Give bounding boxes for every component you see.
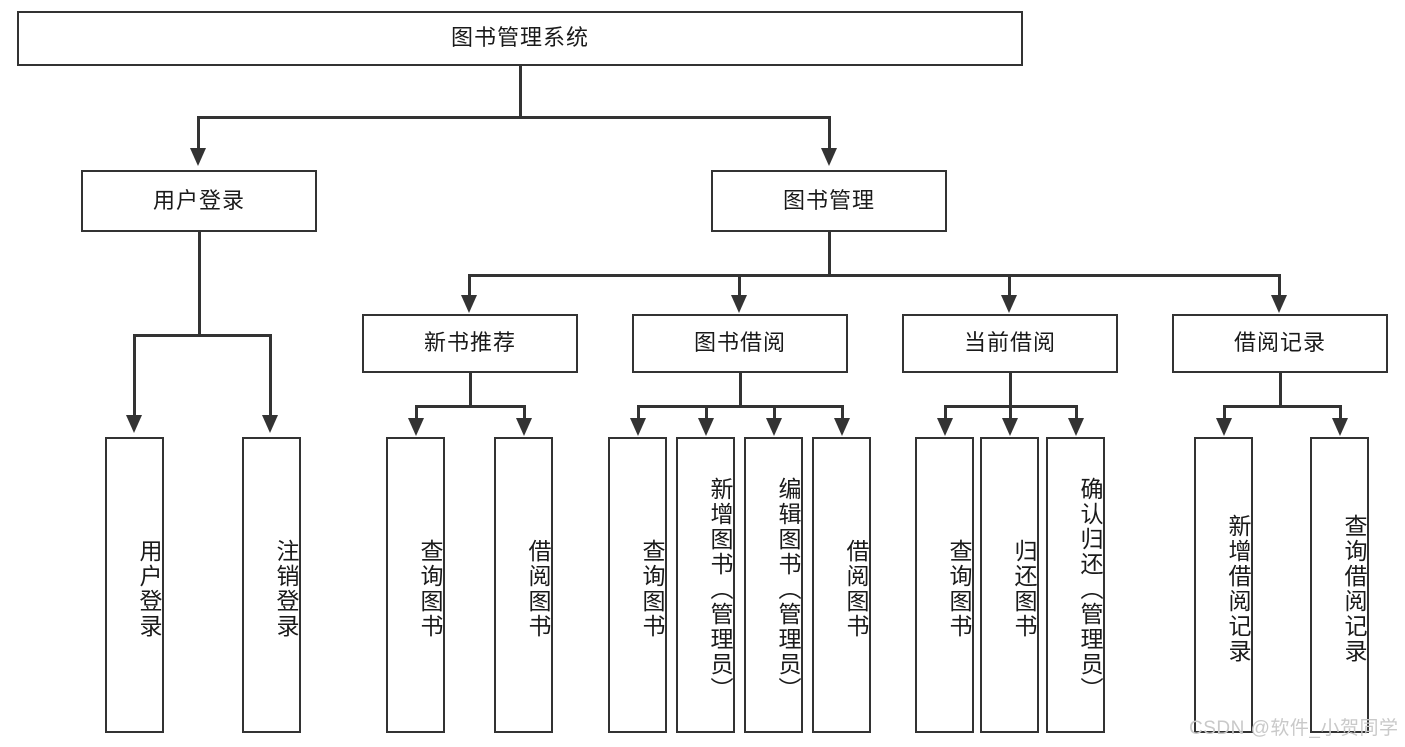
node-borrow-record[interactable]: 借阅记录 <box>1172 314 1388 373</box>
arrowhead-bb-leaf-4 <box>834 418 850 436</box>
arrowhead-nbr-leaf-2 <box>516 418 532 436</box>
leaf-cb-confirm-return-admin[interactable]: 确认归还（管理员） <box>1046 437 1105 733</box>
edge-drop-bb-leaf-2 <box>705 405 708 421</box>
leaf-bb-query-book[interactable]: 查询图书 <box>608 437 667 733</box>
node-label: 确认归还（管理员） <box>1077 476 1103 702</box>
node-label: 借阅记录 <box>1233 330 1326 356</box>
edge-drop-nbr-leaf-1 <box>415 405 418 421</box>
edge-drop-bb-leaf-3 <box>773 405 776 421</box>
arrowhead-br-leaf-1 <box>1216 418 1232 436</box>
leaf-bb-borrow-book[interactable]: 借阅图书 <box>812 437 871 733</box>
edge-drop-leaf-user-login <box>133 334 136 418</box>
node-label: 归还图书 <box>1011 539 1037 639</box>
node-label: 查询借阅记录 <box>1341 514 1367 664</box>
arrowhead-new-book-recommend <box>461 295 477 313</box>
edge-book-borrow-bus <box>637 405 844 408</box>
node-label: 新增图书（管理员） <box>707 476 733 702</box>
edge-drop-cb-leaf-2 <box>1009 405 1012 421</box>
node-book-management[interactable]: 图书管理 <box>711 170 947 232</box>
node-label: 注销登录 <box>273 539 299 639</box>
node-label: 查询图书 <box>639 539 665 639</box>
edge-drop-user-login <box>197 116 200 150</box>
arrowhead-cb-leaf-2 <box>1002 418 1018 436</box>
node-label: 查询图书 <box>417 539 443 639</box>
edge-user-login-stem <box>198 232 201 336</box>
node-root-book-management-system[interactable]: 图书管理系统 <box>17 11 1023 66</box>
leaf-user-login[interactable]: 用户登录 <box>105 437 164 733</box>
node-label: 新书推荐 <box>423 330 516 356</box>
edge-drop-br-leaf-1 <box>1223 405 1226 421</box>
arrowhead-leaf-logout <box>262 415 278 433</box>
edge-book-management-stem <box>828 232 831 276</box>
node-user-login[interactable]: 用户登录 <box>81 170 317 232</box>
arrowhead-cb-leaf-3 <box>1068 418 1084 436</box>
edge-borrow-record-stem <box>1279 373 1282 407</box>
arrowhead-cb-leaf-1 <box>937 418 953 436</box>
node-label: 当前借阅 <box>963 330 1056 356</box>
csdn-watermark: CSDN @软件_小贺同学 <box>1189 718 1399 739</box>
leaf-nbr-borrow-book[interactable]: 借阅图书 <box>494 437 553 733</box>
arrowhead-bb-leaf-1 <box>630 418 646 436</box>
edge-drop-borrow-record <box>1278 274 1281 300</box>
edge-drop-bb-leaf-1 <box>637 405 640 421</box>
leaf-cb-return-book[interactable]: 归还图书 <box>980 437 1039 733</box>
node-label: 图书管理 <box>782 187 875 213</box>
arrowhead-user-login <box>190 148 206 166</box>
edge-user-login-bus <box>133 334 271 337</box>
arrowhead-br-leaf-2 <box>1332 418 1348 436</box>
edge-drop-br-leaf-2 <box>1339 405 1342 421</box>
edge-drop-cb-leaf-1 <box>944 405 947 421</box>
edge-drop-leaf-logout <box>269 334 272 418</box>
edge-drop-cb-leaf-3 <box>1075 405 1078 421</box>
arrowhead-leaf-user-login <box>126 415 142 433</box>
arrowhead-current-borrow <box>1001 295 1017 313</box>
arrowhead-bb-leaf-3 <box>766 418 782 436</box>
edge-drop-book-borrow <box>738 274 741 300</box>
leaf-bb-edit-book-admin[interactable]: 编辑图书（管理员） <box>744 437 803 733</box>
node-book-borrow[interactable]: 图书借阅 <box>632 314 848 373</box>
arrowhead-book-management <box>821 148 837 166</box>
edge-level3-bus <box>468 274 1280 277</box>
leaf-bb-add-book-admin[interactable]: 新增图书（管理员） <box>676 437 735 733</box>
arrowhead-nbr-leaf-1 <box>408 418 424 436</box>
arrowhead-bb-leaf-2 <box>698 418 714 436</box>
node-label: 新增借阅记录 <box>1225 514 1251 664</box>
arrowhead-borrow-record <box>1271 295 1287 313</box>
edge-drop-new-book-recommend <box>468 274 471 300</box>
leaf-cb-query-book[interactable]: 查询图书 <box>915 437 974 733</box>
edge-book-borrow-stem <box>739 373 742 407</box>
node-label: 借阅图书 <box>525 539 551 639</box>
node-label: 编辑图书（管理员） <box>775 476 801 702</box>
node-label: 用户登录 <box>152 187 245 213</box>
leaf-br-add-record[interactable]: 新增借阅记录 <box>1194 437 1253 733</box>
edge-drop-book-management <box>828 116 831 150</box>
leaf-br-query-record[interactable]: 查询借阅记录 <box>1310 437 1369 733</box>
leaf-nbr-query-book[interactable]: 查询图书 <box>386 437 445 733</box>
edge-drop-current-borrow <box>1008 274 1011 300</box>
edge-root-stem <box>519 66 522 117</box>
edge-drop-bb-leaf-4 <box>841 405 844 421</box>
edge-new-book-recommend-bus <box>415 405 525 408</box>
edge-level2-bus <box>197 116 831 119</box>
edge-current-borrow-stem <box>1009 373 1012 407</box>
node-label: 用户登录 <box>136 539 162 639</box>
leaf-logout-login[interactable]: 注销登录 <box>242 437 301 733</box>
node-label: 图书管理系统 <box>450 25 589 51</box>
node-label: 图书借阅 <box>693 330 786 356</box>
edge-borrow-record-bus <box>1223 405 1341 408</box>
arrowhead-book-borrow <box>731 295 747 313</box>
node-label: 查询图书 <box>946 539 972 639</box>
edge-new-book-recommend-stem <box>469 373 472 407</box>
node-new-book-recommend[interactable]: 新书推荐 <box>362 314 578 373</box>
node-label: 借阅图书 <box>843 539 869 639</box>
edge-drop-nbr-leaf-2 <box>523 405 526 421</box>
node-current-borrow[interactable]: 当前借阅 <box>902 314 1118 373</box>
